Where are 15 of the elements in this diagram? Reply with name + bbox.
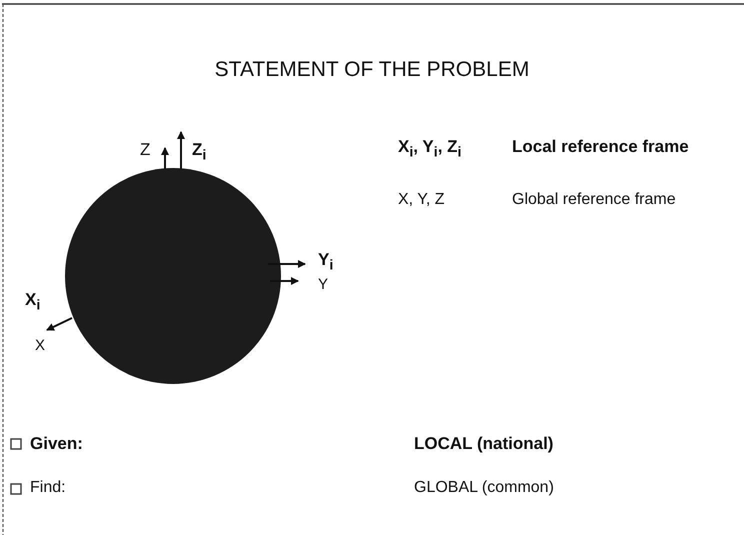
axis-label: Z [140,140,150,160]
axis-label: Y$_{i}$ [318,250,334,274]
axis-label: Y [318,276,328,293]
description-text: Global reference frame [512,191,677,209]
description-text: Local reference frame [512,137,690,157]
axis-label: X$_{i}$ [25,290,40,314]
value-text: GLOBAL (common) [414,479,554,497]
axis-label: X [35,337,46,354]
axis-label: Z$_{i}$ [192,140,206,164]
symbol-label: X, Y, Z [398,191,445,209]
slide-title: STATEMENT OF THE PROBLEM [214,58,530,82]
value-text: LOCAL (national) [414,434,554,454]
item-label: Find: [30,479,66,497]
item-label: Given: [30,434,83,454]
symbol-label: X$_{i}$, Y$_{i}$, Z$_{i}$ [398,137,462,160]
